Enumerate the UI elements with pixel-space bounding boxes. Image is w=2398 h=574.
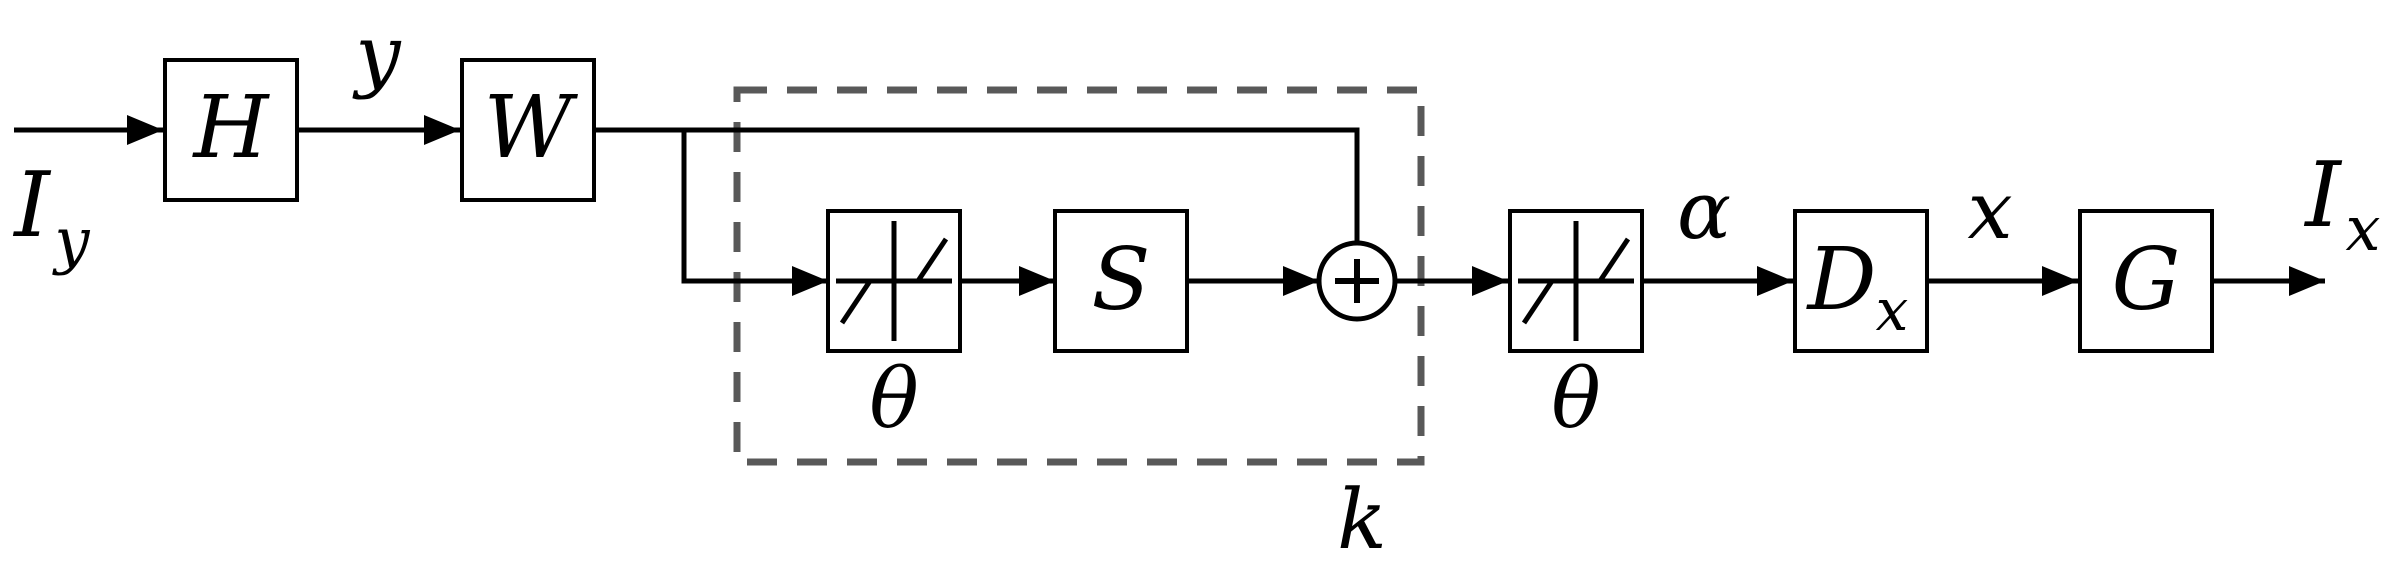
threshold-param-label-2: θ: [1551, 352, 1600, 447]
output-subscript: x: [2346, 192, 2381, 265]
signal-alpha-label: α: [1677, 164, 1731, 257]
iteration-loop-region: [733, 86, 1425, 466]
w-block-label: W: [484, 78, 579, 178]
output-label: I: [2303, 143, 2342, 248]
threshold-block-1: [826, 209, 962, 353]
s-block: S: [1053, 209, 1189, 353]
input-subscript: y: [51, 204, 90, 277]
signal-y-label: y: [352, 8, 402, 101]
input-label: I: [12, 153, 51, 258]
h-block-label: H: [192, 78, 271, 178]
soft-threshold-icon: [836, 221, 952, 341]
g-block: G: [2078, 209, 2214, 353]
d-block: D x: [1793, 209, 1929, 353]
soft-threshold-icon: [1518, 221, 1634, 341]
skip-connection-wire: [594, 127, 1360, 244]
loop-entry-wire: [681, 130, 828, 296]
d-block-subscript: x: [1876, 276, 1909, 344]
h-block: H: [163, 58, 299, 202]
threshold-block-2: [1508, 209, 1644, 353]
summing-junction-icon: [1316, 240, 1398, 322]
loop-count-label: k: [1337, 473, 1387, 568]
d-block-label: D: [1806, 230, 1877, 330]
signal-x-label: x: [1967, 164, 2012, 257]
w-block: W: [460, 58, 596, 202]
threshold-param-label-1: θ: [869, 352, 918, 447]
s-block-label: S: [1092, 230, 1151, 330]
g-block-label: G: [2112, 230, 2181, 330]
